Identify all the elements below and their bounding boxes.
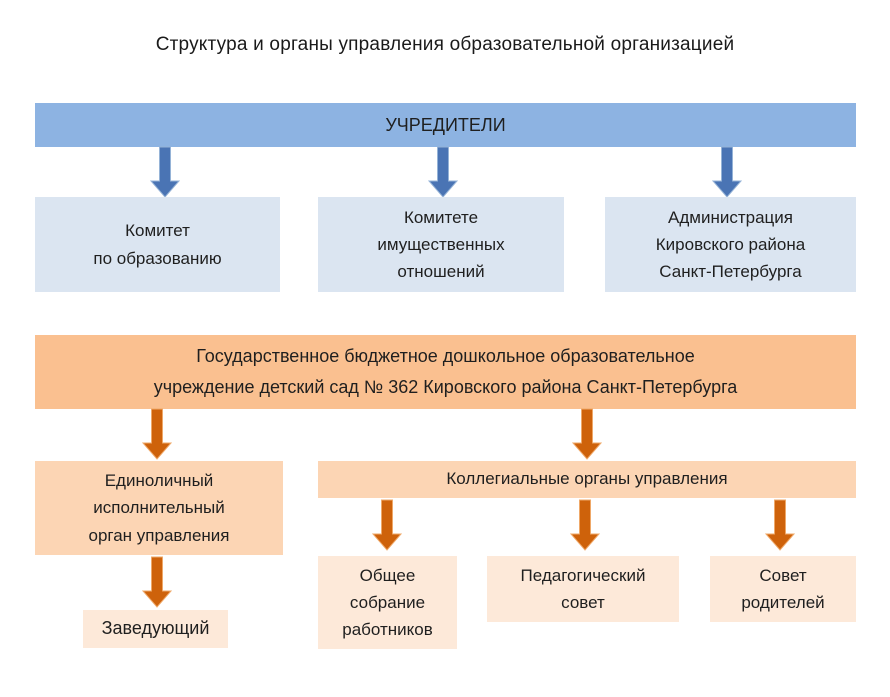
sole-executive-box: Единоличный исполнительный орган управле… bbox=[35, 461, 283, 555]
collegial-box-pedagogical-council: Педагогический совет bbox=[487, 556, 679, 622]
down-arrow-icon bbox=[570, 499, 600, 551]
founder-box-district-administration: Администрация Кировского района Санкт-Пе… bbox=[605, 197, 856, 292]
collegial-box-general-meeting: Общее собрание работников bbox=[318, 556, 457, 649]
head-of-kindergarten-box: Заведующий bbox=[83, 610, 228, 648]
page-title: Структура и органы управления образовате… bbox=[155, 34, 735, 55]
collegial-bodies-header: Коллегиальные органы управления bbox=[318, 461, 856, 498]
down-arrow-icon bbox=[142, 408, 172, 460]
institution-box: Государственное бюджетное дошкольное обр… bbox=[35, 335, 856, 409]
founder-box-education-committee: Комитет по образованию bbox=[35, 197, 280, 292]
down-arrow-icon bbox=[765, 499, 795, 551]
down-arrow-icon bbox=[372, 499, 402, 551]
founders-bar: УЧРЕДИТЕЛИ bbox=[35, 103, 856, 147]
down-arrow-icon bbox=[428, 146, 458, 198]
down-arrow-icon bbox=[150, 146, 180, 198]
collegial-box-parents-council: Совет родителей bbox=[710, 556, 856, 622]
down-arrow-icon bbox=[142, 556, 172, 608]
down-arrow-icon bbox=[712, 146, 742, 198]
down-arrow-icon bbox=[572, 408, 602, 460]
founder-box-property-committee: Комитете имущественных отношений bbox=[318, 197, 564, 292]
